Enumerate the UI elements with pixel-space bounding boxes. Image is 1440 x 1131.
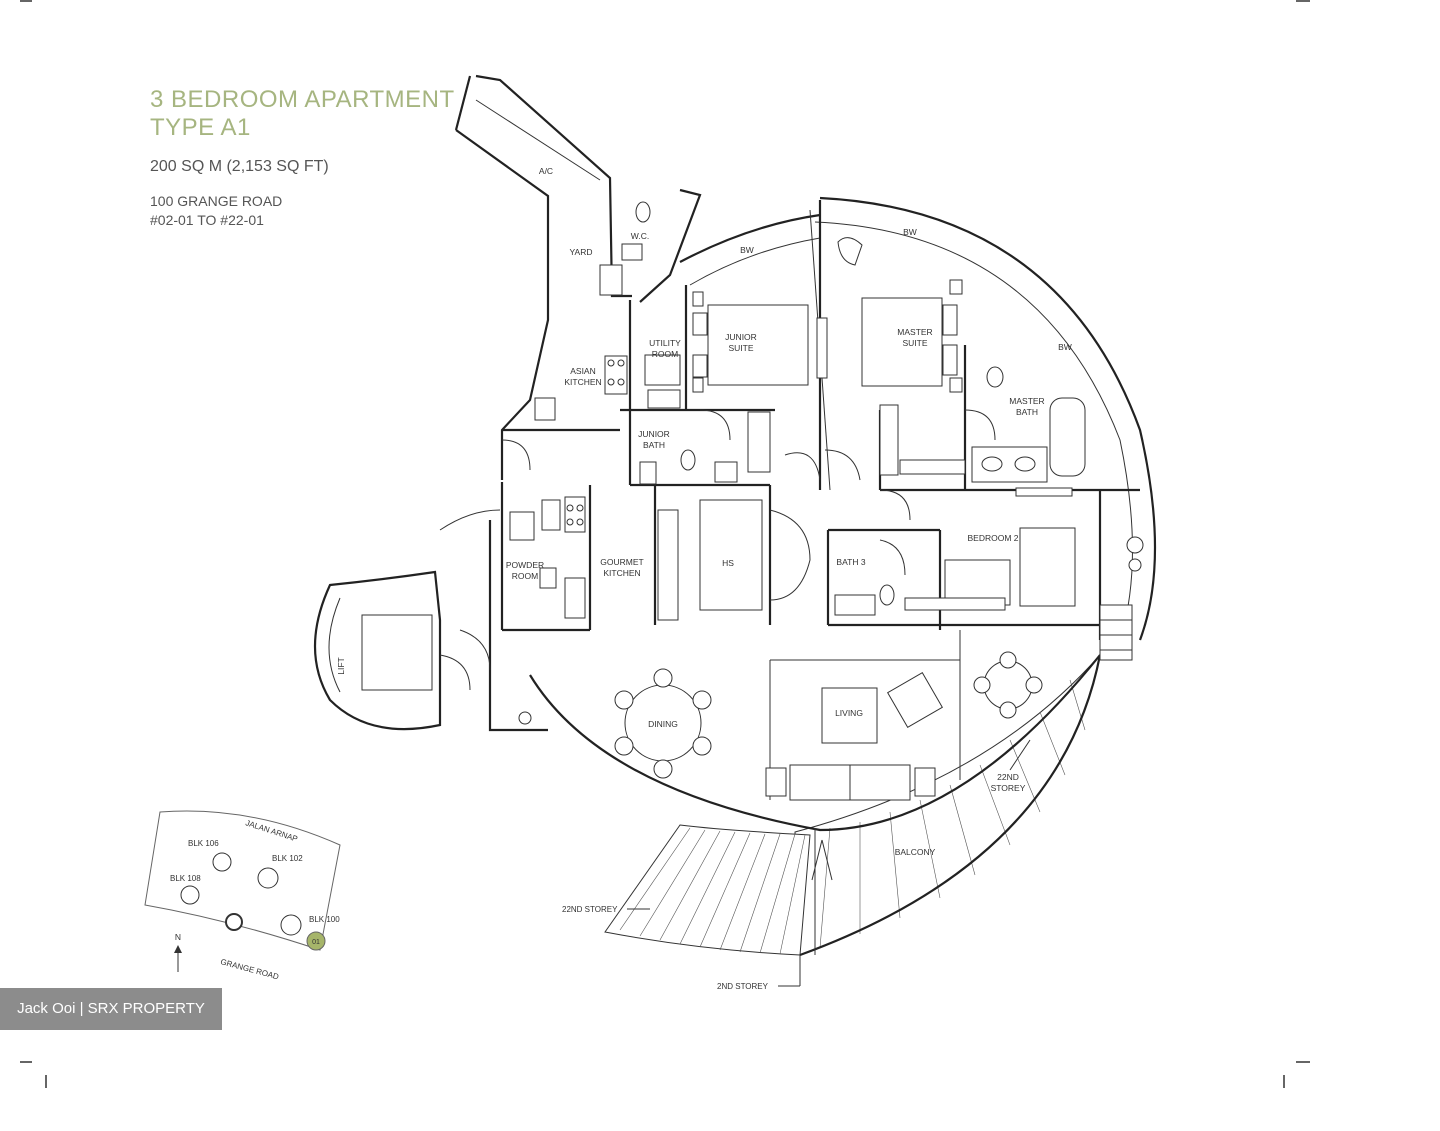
label-22nd-storey: 22ND STOREY [562, 905, 618, 914]
label-bedroom2: BEDROOM 2 [967, 533, 1018, 543]
key-amenity [225, 913, 243, 931]
label-bw-3: BW [1058, 342, 1072, 352]
key-blk100: BLK 100 [309, 915, 340, 924]
lounge-chair [886, 671, 944, 729]
key-north-label: N [175, 932, 181, 942]
title-block: 3 BEDROOM APARTMENT TYPE A1 200 SQ M (2,… [150, 86, 455, 230]
label-2nd-storey: 2ND STOREY [717, 982, 769, 991]
label-master-bath-1: MASTER [1009, 396, 1044, 406]
label-hs: HS [722, 558, 734, 568]
label-yard: YARD [570, 247, 593, 257]
label-master-suite-2: SUITE [902, 338, 927, 348]
label-utility-1: UTILITY [649, 338, 681, 348]
household-shelter [699, 499, 763, 611]
apartment-type: TYPE A1 [150, 114, 251, 141]
pod-bed [361, 614, 433, 691]
room-labels: A/C YARD W.C. UTILITY ROOM ASIAN KITCHEN… [336, 166, 1072, 991]
apartment-title: 3 BEDROOM APARTMENT [150, 86, 455, 113]
wc-toilet-icon [635, 201, 651, 223]
crop-marks [20, 0, 1310, 1088]
key-blk108: BLK 108 [170, 874, 201, 883]
label-junior-suite-1: JUNIOR [725, 332, 757, 342]
coffee-table [821, 687, 878, 744]
master-suite-bed [861, 297, 943, 387]
label-22nd-b: STOREY [991, 783, 1026, 793]
furniture [361, 201, 1144, 955]
label-utility-2: ROOM [652, 349, 678, 359]
label-gourmet-1: GOURMET [600, 557, 643, 567]
label-ac: A/C [539, 166, 553, 176]
label-junior-suite-2: SUITE [728, 343, 753, 353]
key-building-100 [280, 914, 302, 936]
bath3-toilet-icon [879, 584, 895, 606]
label-22nd-a: 22ND [997, 772, 1019, 782]
label-powder-2: ROOM [512, 571, 538, 581]
label-balcony: BALCONY [895, 847, 936, 857]
key-plan: JALAN ARNAP GRANGE ROAD BLK 106 BLK 102 … [144, 810, 341, 982]
label-master-suite-1: MASTER [897, 327, 932, 337]
apartment-area: 200 SQ M (2,153 SQ FT) [150, 158, 329, 175]
key-road-bottom: GRANGE ROAD [219, 957, 280, 981]
address-line1: 100 GRANGE ROAD [150, 193, 283, 209]
key-building-108 [180, 885, 200, 905]
key-blk106: BLK 106 [188, 839, 219, 848]
label-lift: LIFT [336, 657, 346, 674]
label-asian-kitchen-2: KITCHEN [564, 377, 601, 387]
address-line2: #02-01 TO #22-01 [150, 212, 264, 228]
balcony-hatch [604, 653, 1102, 957]
label-living: LIVING [835, 708, 863, 718]
label-bw-1: BW [740, 245, 754, 255]
stair-icon [1099, 604, 1133, 661]
key-unit-label: 01 [312, 939, 320, 946]
label-bw-2: BW [903, 227, 917, 237]
key-blk102: BLK 102 [272, 854, 303, 863]
key-building-102 [257, 867, 279, 889]
plant-icon-2 [518, 711, 532, 725]
label-powder-1: POWDER [506, 560, 544, 570]
key-unit-marker [306, 931, 326, 951]
armchair-icon [837, 237, 863, 266]
label-asian-kitchen-1: ASIAN [570, 366, 596, 376]
label-wc: W.C. [631, 231, 649, 241]
leader-lines [627, 739, 1031, 987]
dining-table [614, 668, 712, 779]
address: 100 GRANGE ROAD #02-01 TO #22-01 [150, 192, 455, 230]
master-toilet-icon [986, 366, 1004, 388]
watermark: Jack Ooi | SRX PROPERTY [0, 988, 222, 1030]
bathtub-icon [1049, 397, 1086, 477]
junior-suite-bed [707, 304, 809, 386]
outer-walls [313, 74, 1157, 832]
balcony-table [973, 651, 1043, 719]
label-bath3: BATH 3 [836, 557, 865, 567]
junior-bath-toilet-icon [680, 449, 696, 471]
doors [439, 409, 996, 691]
plant-icon [1126, 536, 1144, 554]
label-gourmet-2: KITCHEN [603, 568, 640, 578]
label-dining: DINING [648, 719, 678, 729]
key-building-106 [212, 852, 232, 872]
label-master-bath-2: BATH [1016, 407, 1038, 417]
bedroom2-bed [1019, 527, 1076, 607]
label-junior-bath-1: JUNIOR [638, 429, 670, 439]
label-junior-bath-2: BATH [643, 440, 665, 450]
